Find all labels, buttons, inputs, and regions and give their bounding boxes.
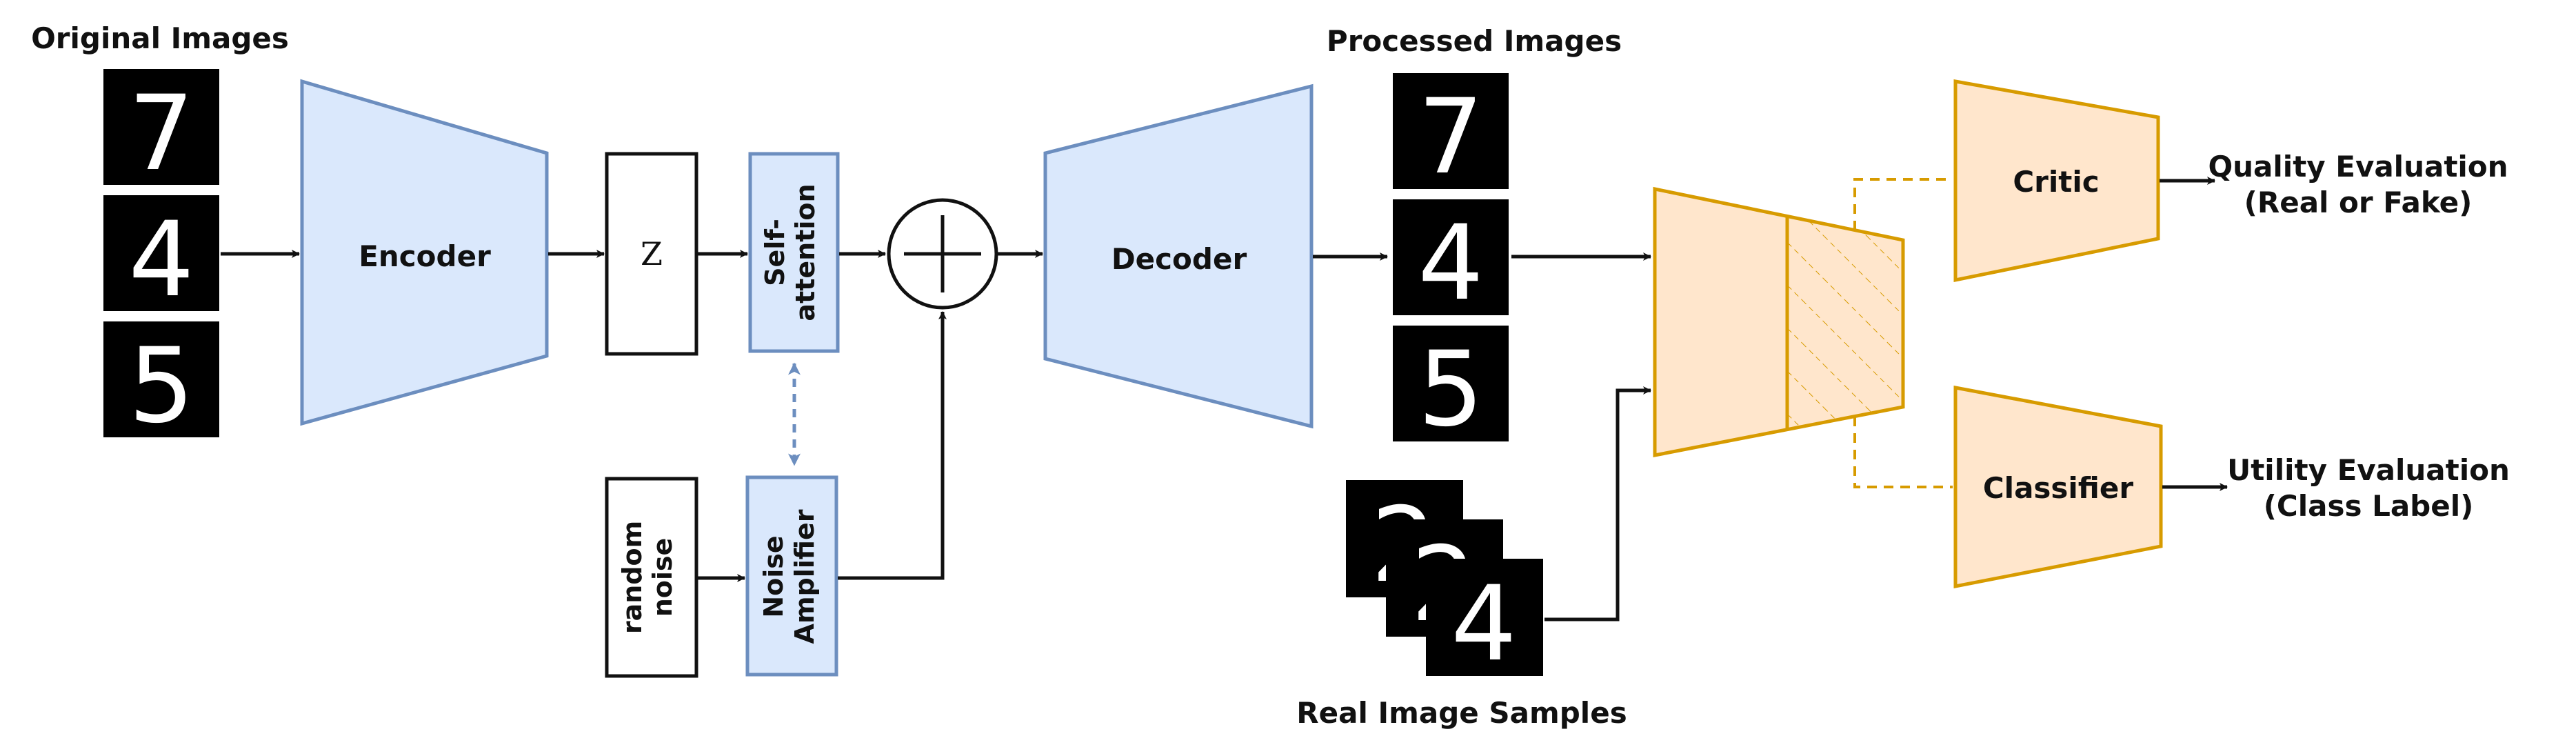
random-noise-box <box>605 477 698 678</box>
quality-eval-label-line1: Quality Evaluation <box>2208 150 2508 183</box>
real-image-3 <box>1426 559 1543 676</box>
critic-block <box>1953 79 2160 283</box>
arrow-real-to-shared <box>1544 386 1651 621</box>
link-shared-to-classifier <box>1853 417 1953 488</box>
self-attention-block <box>748 152 840 353</box>
processed-digit-3: 5 <box>1418 330 1483 450</box>
classifier-block <box>1953 385 2163 589</box>
original-images-label: Original Images <box>31 21 289 55</box>
link-shared-to-critic <box>1853 178 1953 230</box>
noise-amplifier-label-line1: Noise <box>758 535 789 617</box>
processed-digit-2: 4 <box>1418 203 1483 324</box>
decoder-label: Decoder <box>1111 242 1247 276</box>
latent-z-box <box>605 152 698 356</box>
original-digit-3: 5 <box>128 326 194 446</box>
decoder-block <box>1043 83 1314 429</box>
original-image-stack: 7 4 5 <box>103 69 219 446</box>
shared-head-hatched <box>1787 217 1903 429</box>
self-attention-label-line2: attention <box>790 183 821 321</box>
noise-amplifier-block <box>745 475 838 677</box>
noise-amplifier-label-line2: Amplifier <box>789 509 820 644</box>
processed-image-1 <box>1393 73 1509 189</box>
real-digit-3: 4 <box>1451 564 1516 684</box>
processed-images-label: Processed Images <box>1327 24 1622 58</box>
processed-image-3 <box>1393 326 1509 441</box>
random-noise-label-line1: random <box>617 521 647 634</box>
original-digit-1: 7 <box>128 74 194 194</box>
utility-eval-label-line1: Utility Evaluation <box>2227 453 2510 487</box>
random-noise-label-line2: noise <box>647 538 678 617</box>
quality-eval-label-line2: (Real or Fake) <box>2244 186 2473 219</box>
processed-image-stack: 7 4 5 <box>1393 73 1509 450</box>
processed-image-2 <box>1393 199 1509 315</box>
original-image-2 <box>103 195 219 311</box>
original-image-1 <box>103 69 219 185</box>
real-image-stack: 2 2 4 <box>1346 480 1543 684</box>
encoder-block <box>300 79 549 426</box>
utility-eval-label-line2: (Class Label) <box>2264 489 2474 523</box>
self-attention-label-line1: Self- <box>760 219 790 286</box>
critic-label: Critic <box>2013 165 2099 199</box>
classifier-label: Classifier <box>1983 471 2134 505</box>
encoder-label: Encoder <box>359 239 491 273</box>
real-image-samples-label: Real Image Samples <box>1296 696 1627 730</box>
arrow-amplifier-to-sum <box>838 311 947 580</box>
original-image-3 <box>103 321 219 437</box>
processed-digit-1: 7 <box>1418 77 1483 197</box>
original-digit-2: 4 <box>128 200 194 320</box>
latent-z-label: Z <box>641 235 663 272</box>
